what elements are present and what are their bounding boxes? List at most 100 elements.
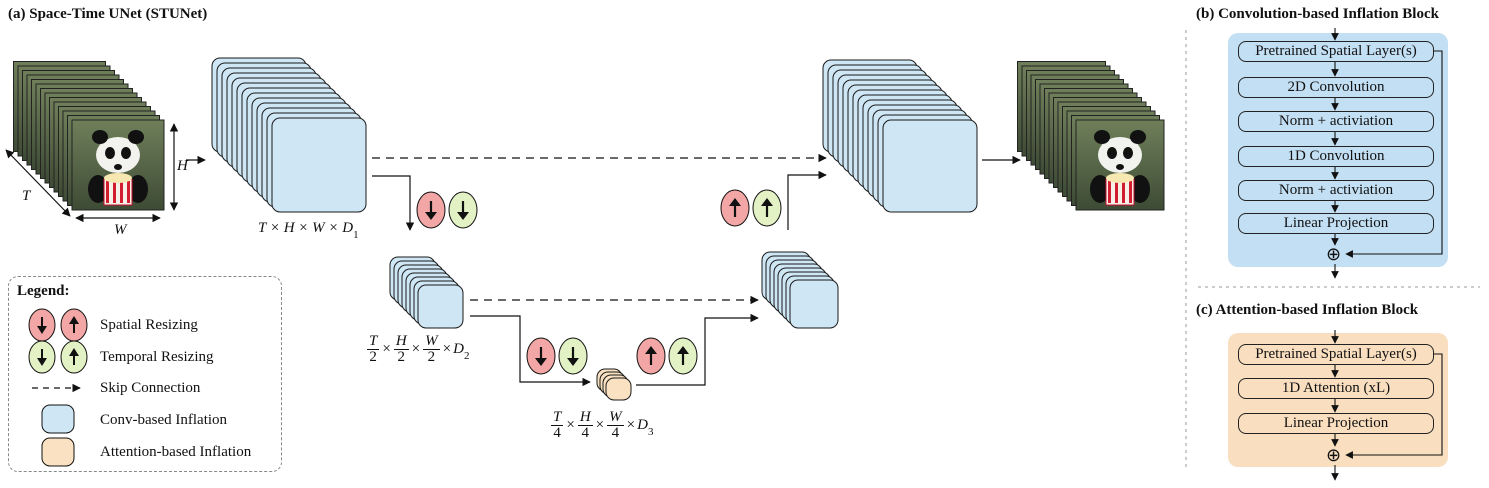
conv-item-linear: Linear Projection	[1238, 213, 1434, 234]
encoder-block-1	[211, 57, 367, 213]
legend-icons	[28, 308, 88, 467]
dim3-d: D	[637, 417, 648, 433]
popcorn-stripe	[1115, 181, 1118, 203]
panel-a-title: (a) Space-Time UNet (STUNet)	[8, 6, 208, 22]
panda-nose	[1116, 164, 1124, 170]
panda-eye	[105, 147, 115, 159]
up-arrow-head	[729, 198, 741, 206]
conv-residual-arrow	[1345, 50, 1443, 258]
time-arrow	[5, 149, 71, 217]
up-arrow-head	[677, 346, 689, 354]
down-arrow-head	[425, 212, 437, 220]
dim3-w-num: W	[607, 409, 624, 426]
down-path-2	[470, 315, 591, 387]
spatial-down-oval-2-arrow-icon	[535, 347, 547, 366]
dim2-d: D	[453, 341, 464, 357]
panda-arm	[1130, 175, 1150, 203]
conv-item-pretrained: Pretrained Spatial Layer(s)	[1238, 41, 1434, 62]
legend-title: Legend:	[17, 283, 70, 299]
encoder-block-2	[389, 256, 464, 329]
dim3-t-den: 4	[553, 425, 561, 441]
panda-arm	[88, 175, 108, 203]
attn-item-1d-attention: 1D Attention (xL)	[1238, 378, 1434, 399]
dim-label-1: T × H × W × D1	[258, 220, 359, 241]
dim2-times-1: ×	[382, 341, 391, 357]
legend-attn-swatch	[41, 437, 75, 467]
bottleneck-layer	[605, 377, 632, 401]
attn-item-linear: Linear Projection	[1238, 413, 1434, 434]
dim2-w-den: 2	[427, 349, 436, 365]
output-video-stack	[1017, 61, 1165, 211]
conv-sum-symbol: ⊕	[1326, 244, 1342, 264]
dim3-h-num: H	[577, 409, 593, 426]
decoder-block-1-layer	[882, 119, 978, 213]
conv-item-1d-conv: 1D Convolution	[1238, 146, 1434, 167]
panel-c-title: (c) Attention-based Inflation Block	[1196, 302, 1419, 318]
spatial-down-oval-1-arrow-icon	[425, 201, 437, 220]
legend-box	[8, 276, 282, 472]
panel-b-title: (b) Convolution-based Inflation Block	[1196, 6, 1439, 22]
dim2-h-num: H	[393, 333, 409, 350]
up-path-1	[787, 170, 827, 230]
up-arrow-head	[69, 316, 79, 324]
legend-conv-label: Conv-based Inflation	[100, 412, 228, 428]
input-w-label: W	[114, 222, 127, 238]
dim2-w-num: W	[423, 333, 440, 350]
up-arrow-head	[761, 198, 773, 206]
panda-nose	[114, 164, 122, 170]
down-arrow-head	[535, 358, 547, 366]
dim-label-1-sub: 1	[353, 229, 359, 241]
popcorn-stripe	[120, 181, 123, 203]
conv-item-norm-2: Norm + activiation	[1238, 180, 1434, 201]
panda-eye	[121, 147, 131, 159]
dim2-times-2: ×	[411, 341, 421, 357]
popcorn-top	[1106, 173, 1134, 183]
dim2-t-den: 2	[369, 349, 377, 365]
dim-label-1-text: T × H × W × D	[258, 220, 354, 236]
encoder-block-2-layer	[417, 284, 464, 329]
panda-ear	[1094, 130, 1110, 144]
legend-skip-label: Skip Connection	[100, 380, 201, 396]
popcorn-stripe	[127, 181, 130, 203]
input-h-label: H	[177, 158, 188, 174]
decoder-block-1	[822, 59, 978, 213]
panda-head	[1098, 137, 1142, 173]
dim3-w-den: 4	[611, 425, 620, 441]
temporal-down-oval-2-arrow-icon	[567, 347, 579, 366]
popcorn-stripe	[106, 181, 109, 203]
legend-attn-label: Attention-based Inflation	[100, 444, 252, 460]
dim3-t-num: T	[551, 409, 564, 426]
panda-ear	[128, 130, 144, 144]
up-arrow-head	[69, 348, 79, 356]
legend-temporal-label: Temporal Resizing	[100, 349, 214, 365]
spatial-up-oval-1-arrow-icon	[729, 198, 741, 217]
panda-eye	[1123, 147, 1133, 159]
dim2-h-den: 2	[397, 349, 405, 365]
down-arrow-head	[37, 326, 47, 334]
up-path-2	[636, 313, 759, 386]
panda-arm	[1090, 175, 1110, 203]
attn-sum-symbol: ⊕	[1326, 445, 1342, 465]
down-arrow-head	[567, 358, 579, 366]
dim3-h-den: 4	[581, 425, 589, 441]
legend-spatial-label: Spatial Resizing	[100, 317, 198, 333]
popcorn-top	[104, 173, 132, 183]
dim3-d-sub: 3	[647, 425, 654, 438]
conv-block-background	[1228, 33, 1448, 267]
temporal-up-oval-2-arrow-icon	[677, 346, 689, 365]
panda-eye	[1107, 147, 1117, 159]
up-arrow-head	[645, 346, 657, 354]
dim2-t-num: T	[367, 333, 380, 350]
spatial-up-oval-2-arrow-icon	[645, 346, 657, 365]
attn-item-pretrained: Pretrained Spatial Layer(s)	[1238, 344, 1434, 365]
input-t-label: T	[22, 188, 31, 204]
dim3-times-1: ×	[566, 417, 575, 433]
popcorn-stripe	[1108, 181, 1111, 203]
bottleneck-attention-block	[596, 368, 632, 401]
temporal-up-oval-1-arrow-icon	[761, 198, 773, 217]
popcorn-stripe	[113, 181, 116, 203]
dim3-times-3: ×	[626, 417, 636, 433]
